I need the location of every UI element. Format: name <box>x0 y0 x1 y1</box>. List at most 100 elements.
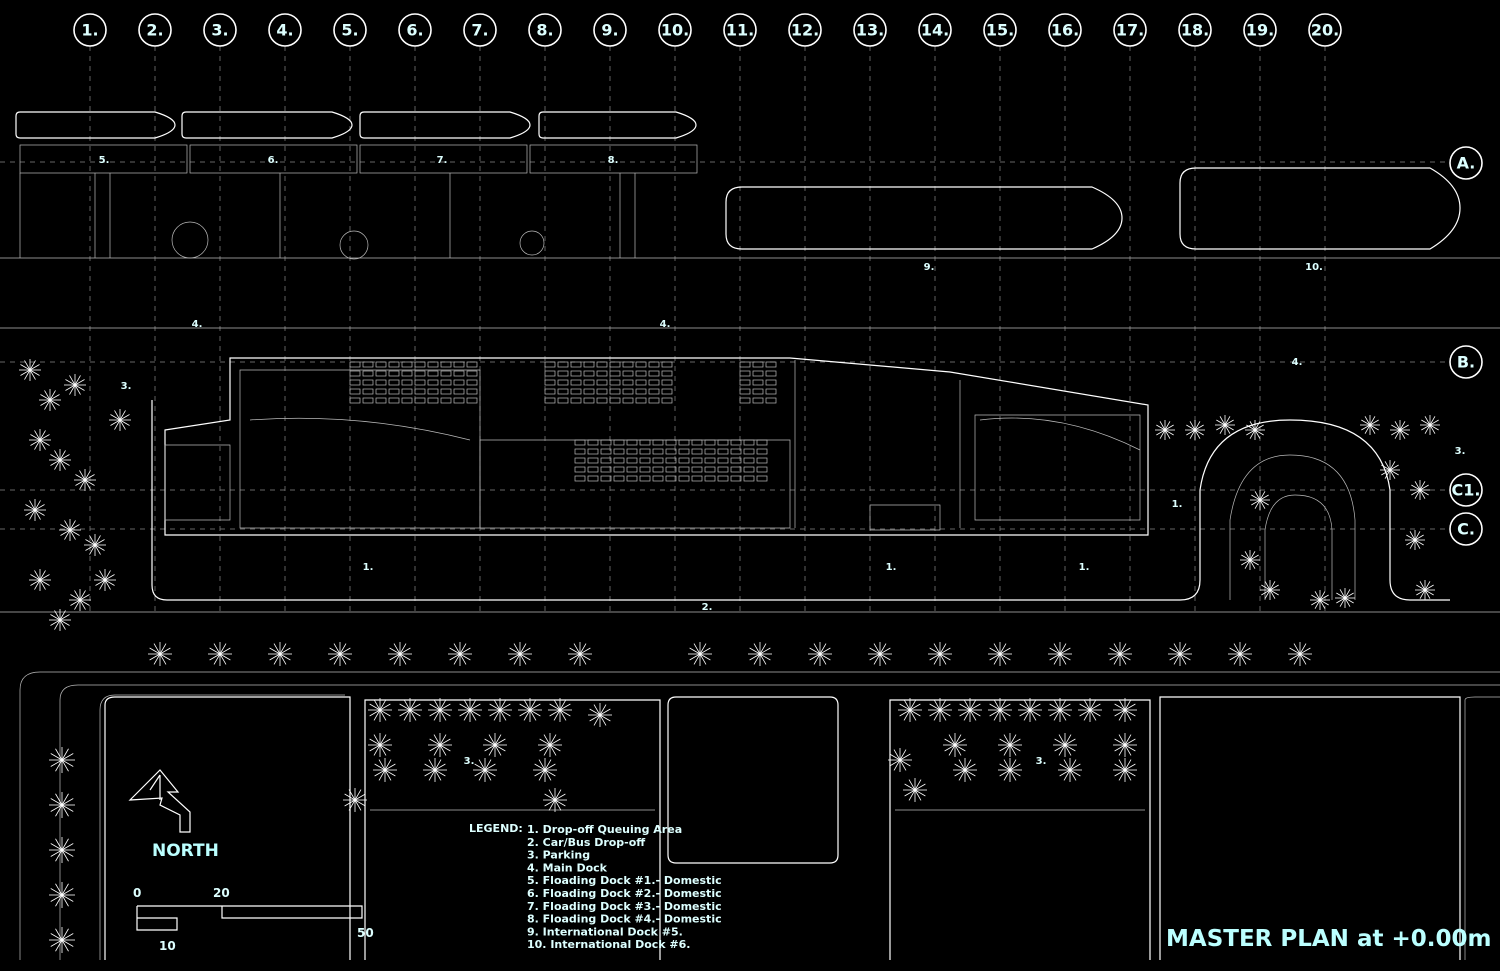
tree-symbol <box>1215 415 1235 435</box>
grid-column-bubble-13: 13. <box>853 13 887 47</box>
tree-symbol <box>868 642 892 666</box>
tree-symbol <box>1420 415 1440 435</box>
legend-item: 1. Drop-off Queuing Area <box>527 823 682 836</box>
tree-symbol <box>268 642 292 666</box>
tree-symbol <box>69 589 91 611</box>
scale-0: 0 <box>133 886 141 900</box>
tree-symbol <box>49 927 75 953</box>
tree-symbol <box>39 389 61 411</box>
tree-symbol <box>29 569 51 591</box>
grid-row-axes <box>0 161 1500 613</box>
tree-symbol <box>1058 758 1082 782</box>
grid-column-label-15: 15. <box>986 21 1014 40</box>
tree-symbol <box>898 698 922 722</box>
tree-symbol <box>398 698 422 722</box>
grid-row-label-c: C. <box>1457 520 1475 539</box>
grid-row-bubble-c1: C1. <box>1449 473 1483 507</box>
tree-symbol <box>29 429 51 451</box>
tree-symbol <box>1113 733 1137 757</box>
tree-symbol <box>343 788 367 812</box>
tree-symbol <box>958 698 982 722</box>
grid-row-label-c1: C1. <box>1452 481 1481 500</box>
tree-symbol <box>928 642 952 666</box>
tree-symbol <box>1185 420 1205 440</box>
tree-symbol <box>373 758 397 782</box>
floating-dock-platforms <box>19 144 698 260</box>
label-dock-8: 8. <box>608 155 619 166</box>
tree-symbol <box>1113 698 1137 722</box>
tree-symbol <box>49 449 71 471</box>
grid-column-label-1: 1. <box>81 21 98 40</box>
legend-item: 5. Floading Dock #1.- Domestic <box>527 874 722 887</box>
tree-symbol <box>368 698 392 722</box>
label-main-dock-a: 4. <box>192 319 203 330</box>
grid-column-label-14: 14. <box>921 21 949 40</box>
landscape-trees <box>19 359 1440 953</box>
tree-symbol <box>1155 420 1175 440</box>
grid-column-bubble-10: 10. <box>658 13 692 47</box>
legend-item: 6. Floading Dock #2.- Domestic <box>527 887 722 900</box>
tree-symbol <box>1250 490 1270 510</box>
label-main-dock-b: 4. <box>660 319 671 330</box>
tree-symbol <box>49 792 75 818</box>
grid-column-bubble-5: 5. <box>333 13 367 47</box>
building-parking-bays <box>349 361 777 482</box>
tree-symbol <box>943 733 967 757</box>
tree-symbol <box>1415 580 1435 600</box>
grid-column-label-9: 9. <box>601 21 618 40</box>
floating-boats <box>15 111 1461 250</box>
grid-column-bubble-20: 20. <box>1308 13 1342 47</box>
grid-column-label-8: 8. <box>536 21 553 40</box>
grid-column-bubble-8: 8. <box>528 13 562 47</box>
label-dock-5: 5. <box>99 155 110 166</box>
label-dropoff-b: 1. <box>363 562 374 573</box>
tree-symbol <box>64 374 86 396</box>
grid-column-axes: 1.2.3.4.5.6.7.8.9.10.11.12.13.14.15.16.1… <box>73 13 1342 612</box>
terminal-building <box>164 357 1149 536</box>
scale-10: 10 <box>159 939 176 953</box>
tree-symbol <box>1410 480 1430 500</box>
grid-column-label-7: 7. <box>471 21 488 40</box>
tree-symbol <box>1260 580 1280 600</box>
tree-symbol <box>928 698 952 722</box>
tree-symbol <box>688 642 712 666</box>
tree-symbol <box>1240 550 1260 570</box>
tree-symbol <box>518 698 542 722</box>
tree-symbol <box>19 359 41 381</box>
tree-symbol <box>483 733 507 757</box>
tree-symbol <box>388 642 412 666</box>
tree-symbol <box>1053 733 1077 757</box>
grid-column-bubble-17: 17. <box>1113 13 1147 47</box>
grid-row-label-b: B. <box>1457 353 1475 372</box>
legend-item: 7. Floading Dock #3.- Domestic <box>527 900 722 913</box>
tree-symbol <box>1048 698 1072 722</box>
tree-symbol <box>59 519 81 541</box>
tree-symbol <box>49 837 75 863</box>
tree-symbol <box>428 733 452 757</box>
tree-symbol <box>24 499 46 521</box>
label-dropoff-d: 1. <box>1079 562 1090 573</box>
tree-symbol <box>49 882 75 908</box>
grid-column-bubble-9: 9. <box>593 13 627 47</box>
tree-symbol <box>953 758 977 782</box>
legend-item: 4. Main Dock <box>527 861 608 874</box>
tree-symbol <box>538 733 562 757</box>
grid-column-label-2: 2. <box>146 21 163 40</box>
legend-heading: LEGEND: <box>469 822 523 835</box>
grid-column-label-4: 4. <box>276 21 293 40</box>
drawing-title: MASTER PLAN at +0.00m <box>1166 926 1491 952</box>
grid-column-label-11: 11. <box>726 21 754 40</box>
tree-symbol <box>988 698 1012 722</box>
legend-item: 8. Floading Dock #4.- Domestic <box>527 913 722 926</box>
grid-column-label-10: 10. <box>661 21 689 40</box>
tree-symbol <box>49 747 75 773</box>
grid-column-label-3: 3. <box>211 21 228 40</box>
tree-symbol <box>49 609 71 631</box>
grid-column-label-17: 17. <box>1116 21 1144 40</box>
tree-symbol <box>588 703 612 727</box>
grid-column-label-12: 12. <box>791 21 819 40</box>
grid-column-bubble-19: 19. <box>1243 13 1277 47</box>
legend-item: 9. International Dock #5. <box>527 925 683 938</box>
tree-symbol <box>1113 758 1137 782</box>
